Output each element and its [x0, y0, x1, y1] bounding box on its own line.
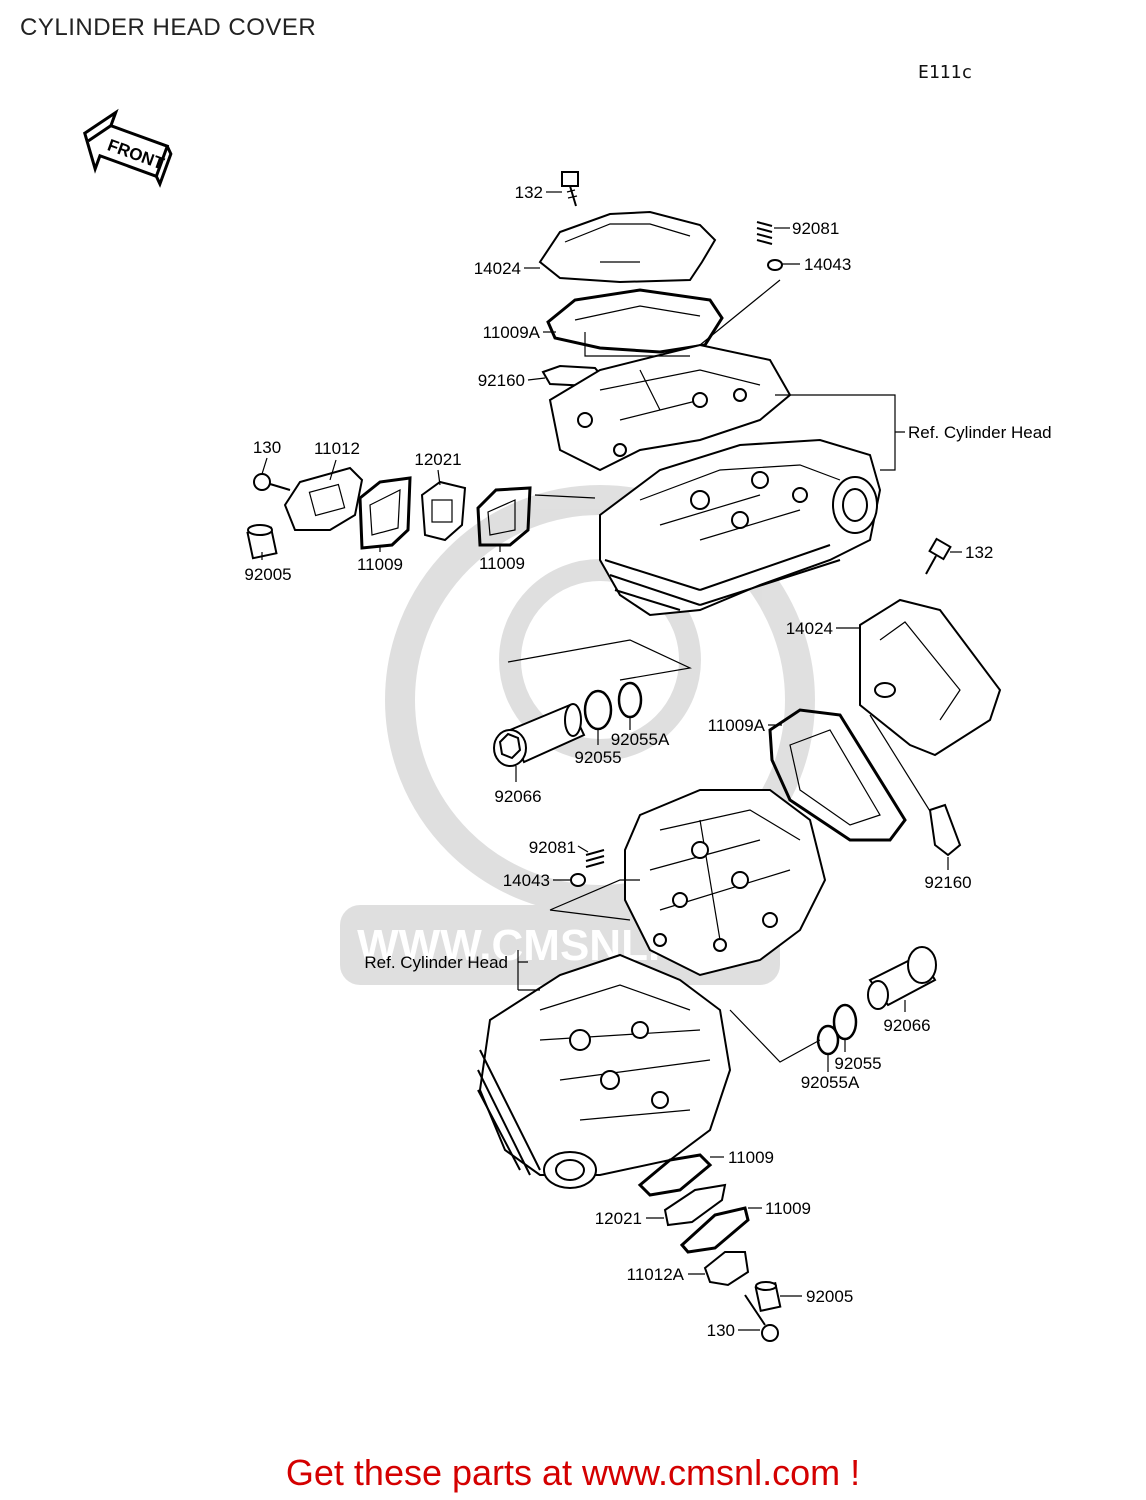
bolt-132-top [561, 171, 579, 207]
leader-lines [261, 191, 962, 1331]
label-14024-top: 14024 [474, 259, 521, 278]
label-92066-left: 92066 [494, 787, 541, 806]
holder-11012A [703, 1251, 750, 1287]
part-labels: 132 14024 92081 14043 11009A 92160 Ref. … [244, 183, 1051, 1340]
label-130-left: 130 [253, 438, 281, 457]
bolt-130-left [253, 473, 291, 491]
cap-92005-bottom [754, 1281, 782, 1313]
label-14043-mid: 14043 [503, 871, 550, 890]
gasket-11009-left2 [476, 486, 532, 547]
oring-92055-mid [583, 689, 613, 731]
label-11012A: 11012A [627, 1265, 685, 1284]
label-92055A-mid: 92055A [611, 730, 670, 749]
gasket-11009A-top [546, 288, 724, 354]
label-14024-right: 14024 [786, 619, 833, 638]
label-11012: 11012 [314, 439, 360, 458]
page-title: CYLINDER HEAD COVER [20, 14, 317, 41]
front-arrow-icon: FRONT [82, 108, 173, 188]
oring-92055A-right [816, 1024, 840, 1056]
spring-92081-top [756, 221, 773, 245]
label-ref-cylinder-head-bottom: Ref. Cylinder Head [364, 953, 508, 972]
valve-12021-bottom [663, 1183, 727, 1227]
label-92005-left: 92005 [244, 565, 291, 584]
label-92066-right: 92066 [883, 1016, 930, 1035]
exploded-parts-diagram: WWW.CMSNL.COM FRONT [82, 108, 1052, 1342]
label-92055-right: 92055 [834, 1054, 881, 1073]
label-11009-left2: 11009 [479, 554, 525, 573]
bolt-130-bottom [744, 1294, 779, 1342]
valve-12021-top [420, 480, 467, 542]
label-92160-right: 92160 [924, 873, 971, 892]
label-14043-top: 14043 [804, 255, 851, 274]
label-132-right: 132 [965, 543, 993, 562]
footer-link[interactable]: Get these parts at www.cmsnl.com ! [285, 1452, 861, 1493]
label-92160-top: 92160 [478, 371, 525, 390]
label-11009-left1: 11009 [357, 555, 403, 574]
label-92081-top: 92081 [792, 219, 839, 238]
cap-92005-left [246, 524, 278, 560]
label-11009-bottom2: 11009 [765, 1199, 811, 1218]
part-92160-right [928, 803, 962, 857]
oring-92055-right [832, 1003, 858, 1041]
label-92005-bottom: 92005 [806, 1287, 853, 1306]
part-14043-top [767, 259, 783, 271]
label-ref-cylinder-head-top: Ref. Cylinder Head [908, 423, 1052, 442]
gasket-11009A-right [768, 708, 907, 842]
label-12021-top: 12021 [414, 450, 461, 469]
label-92055A-right: 92055A [801, 1073, 860, 1092]
gasket-11009-bottom2 [679, 1206, 750, 1254]
holder-11012 [283, 466, 364, 531]
label-11009-bottom1: 11009 [728, 1148, 774, 1167]
part-14043-mid [570, 873, 586, 887]
plug-92066-right [867, 946, 937, 1010]
spring-92081-mid [585, 849, 605, 868]
cylinder-head-bottom-main [478, 953, 732, 1176]
cover-14024-right [859, 598, 1002, 757]
cover-14024-top [538, 210, 717, 284]
label-132-top: 132 [515, 183, 543, 202]
label-11009A-right: 11009A [708, 716, 766, 735]
oring-92055A-mid [617, 681, 643, 719]
diagram-code: E111c [918, 62, 973, 83]
label-92055-mid: 92055 [574, 748, 621, 767]
plug-92066-left [493, 703, 586, 767]
label-12021-bottom: 12021 [595, 1209, 642, 1228]
label-11009A-top: 11009A [483, 323, 541, 342]
bolt-132-right [925, 537, 952, 575]
gasket-11009-bottom1 [637, 1153, 713, 1197]
cylinder-head-bottom-upper [624, 789, 827, 977]
label-92081-mid: 92081 [529, 838, 576, 857]
label-130-bottom: 130 [707, 1321, 735, 1340]
gasket-11009-left1 [358, 476, 412, 550]
